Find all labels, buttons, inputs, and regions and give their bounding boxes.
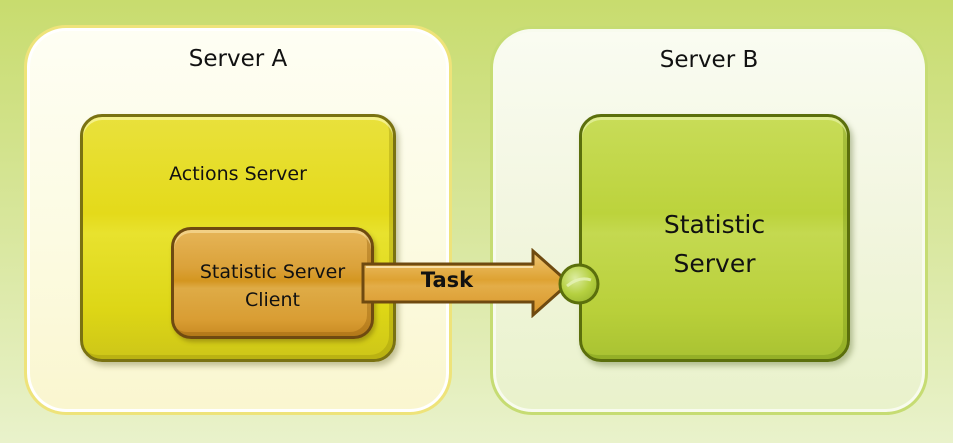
statistic-server-label-line2: Server bbox=[673, 249, 756, 278]
server-a-title: Server A bbox=[188, 46, 288, 72]
actions-server-label: Actions Server bbox=[169, 163, 307, 185]
task-arrow-icon bbox=[361, 248, 572, 318]
statistic-server-label: Statistic Server bbox=[582, 205, 847, 283]
input-port-icon bbox=[558, 263, 600, 305]
statistic-server-box: Statistic Server bbox=[579, 114, 850, 362]
task-label: Task bbox=[420, 268, 474, 292]
statistic-server-client-label-line1: Statistic Server bbox=[199, 261, 346, 283]
statistic-server-client-label: Statistic Server Client bbox=[174, 258, 371, 314]
statistic-server-client-label-line2: Client bbox=[244, 289, 300, 311]
statistic-server-client-box: Statistic Server Client bbox=[171, 227, 374, 339]
server-b-title: Server B bbox=[659, 47, 759, 73]
statistic-server-label-line1: Statistic bbox=[663, 210, 766, 239]
